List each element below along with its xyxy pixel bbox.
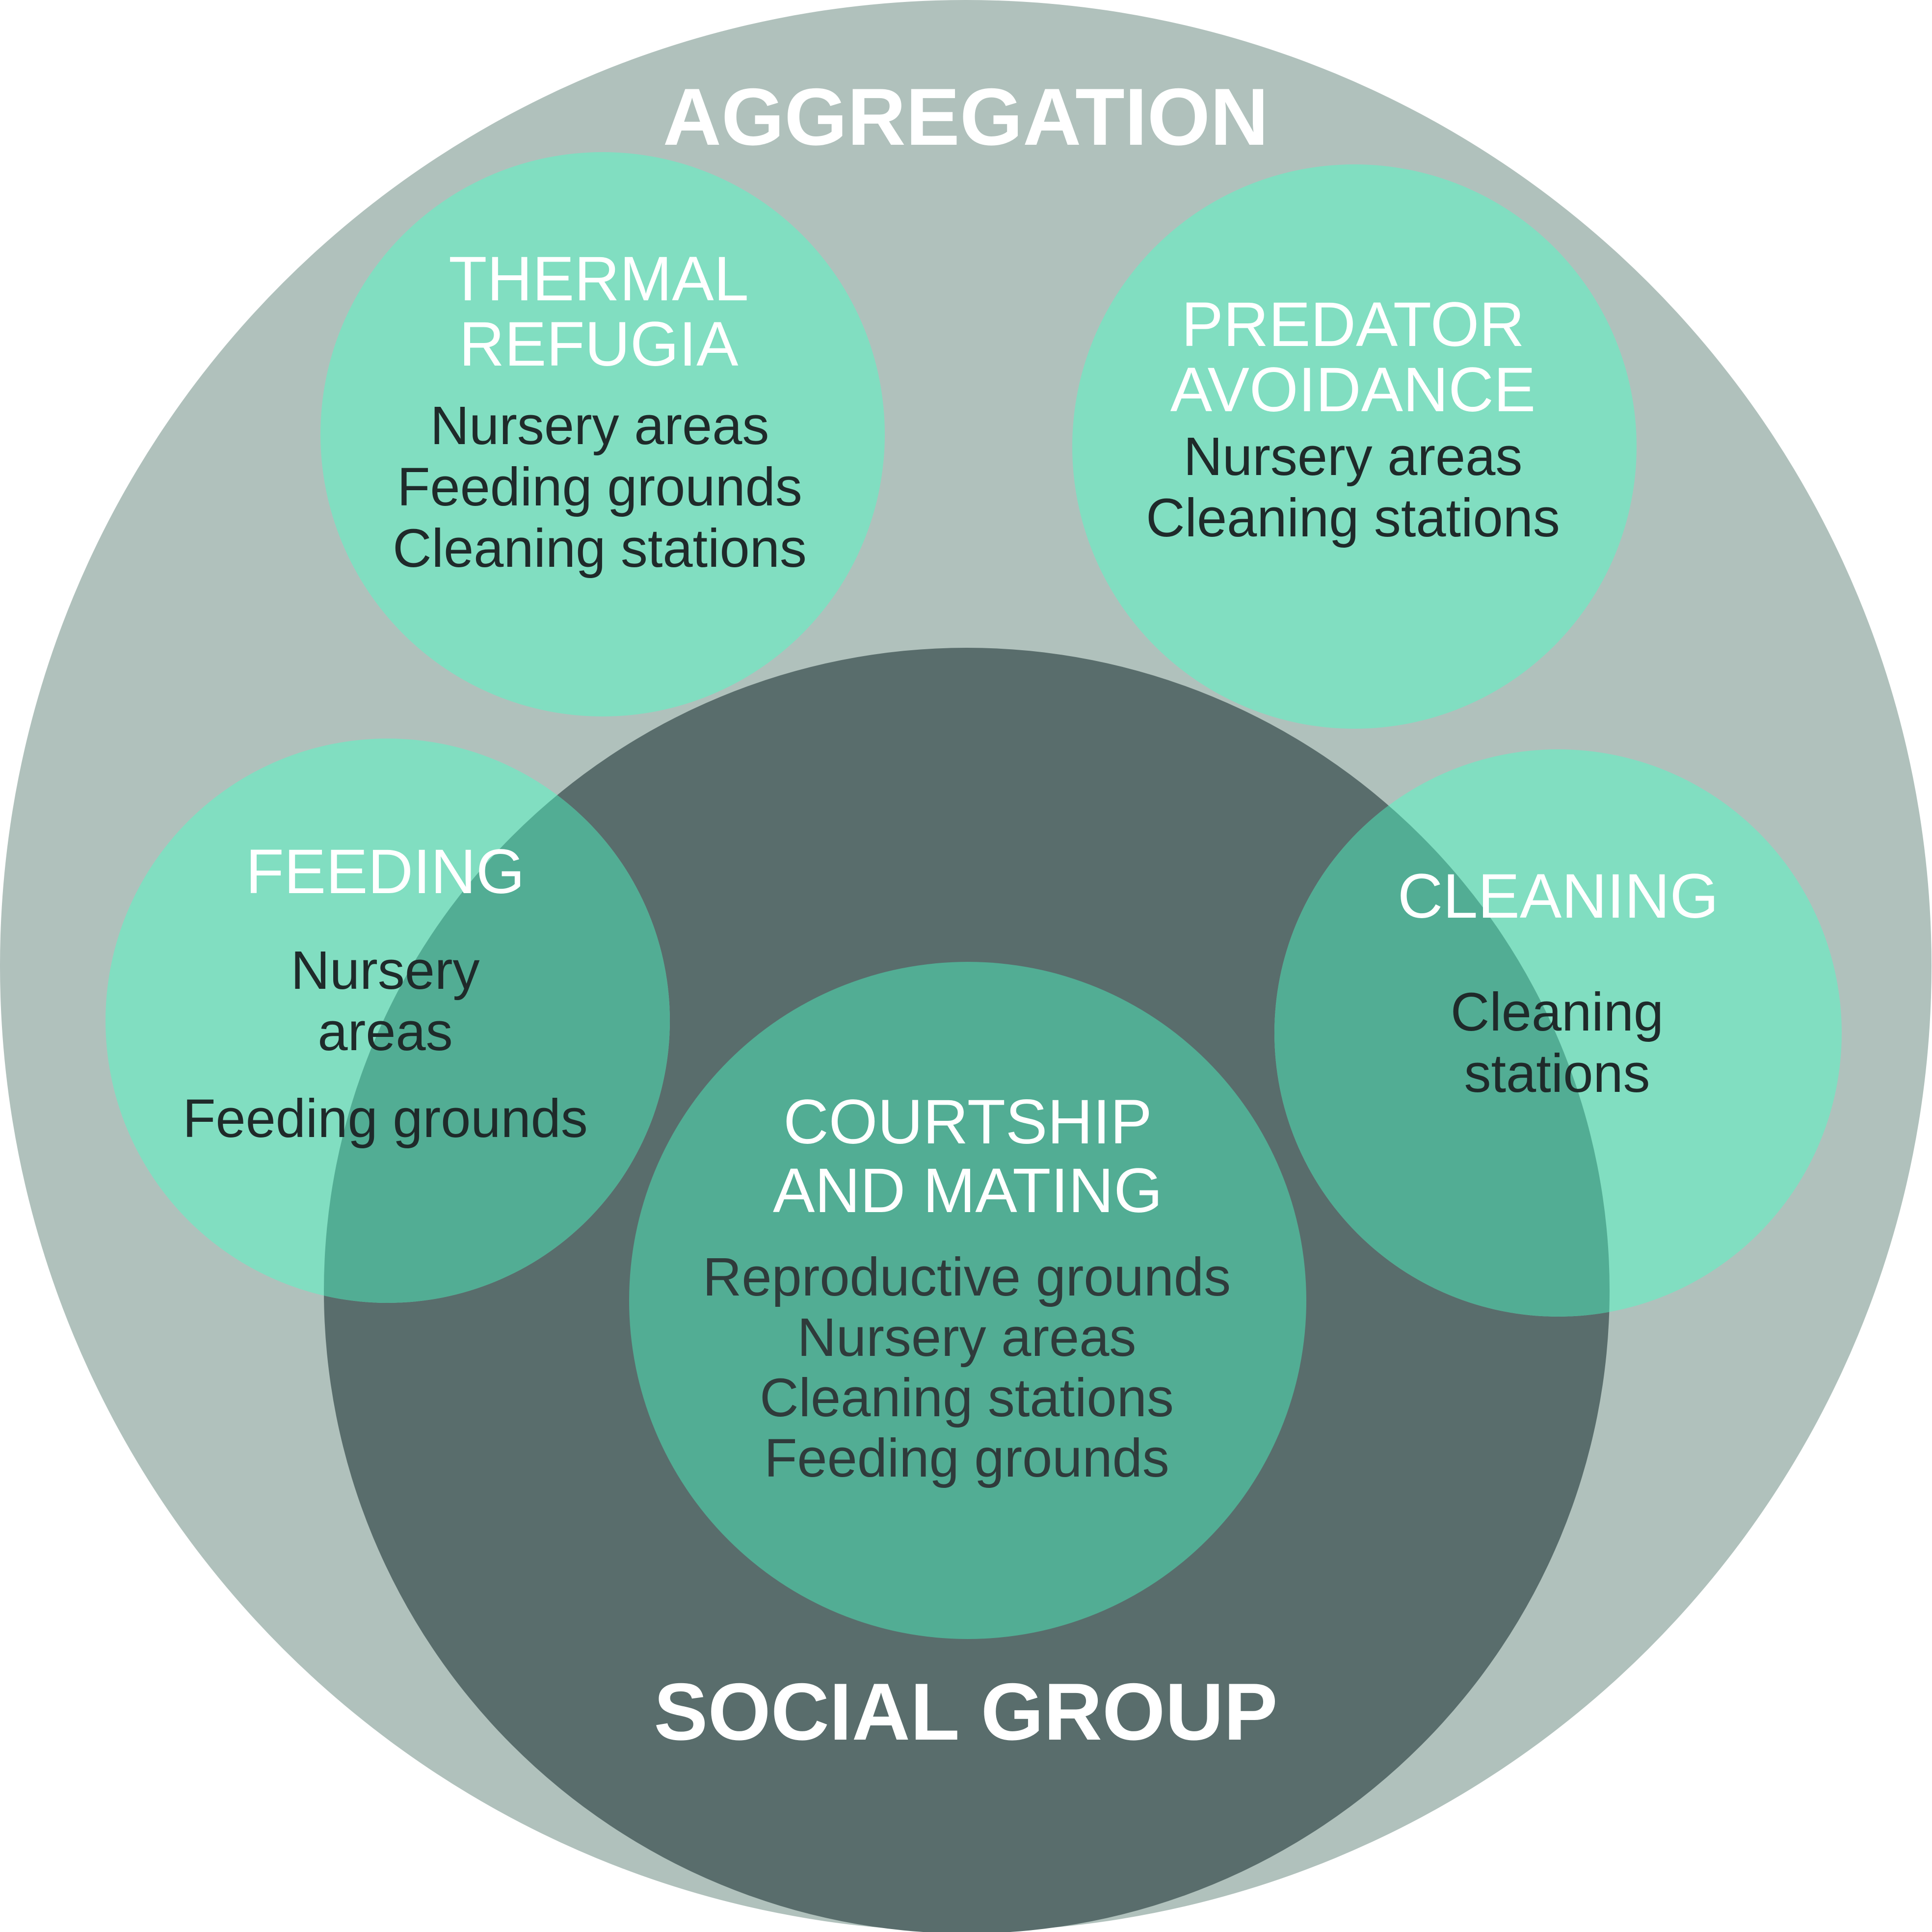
predator-avoidance-item: Cleaning stations <box>1146 488 1560 548</box>
thermal-refugia-title-line-1: THERMAL <box>449 244 749 314</box>
feeding-text: FEEDING Nursery areas Feeding grounds <box>183 837 588 1149</box>
cleaning-item: Cleaning <box>1451 982 1664 1042</box>
courtship-title-line-1: COURTSHIP <box>783 1087 1152 1157</box>
courtship-item: Feeding grounds <box>764 1428 1169 1488</box>
aggregation-label: AGGREGATION <box>663 72 1269 162</box>
cleaning-title: CLEANING <box>1398 861 1719 931</box>
feeding-social-overlap <box>324 739 670 1303</box>
courtship-item: Reproductive grounds <box>703 1247 1231 1307</box>
feeding-title: FEEDING <box>246 837 525 907</box>
social-group-label: SOCIAL GROUP <box>654 1667 1277 1757</box>
feeding-item: areas <box>318 1002 452 1062</box>
thermal-refugia-item: Feeding grounds <box>397 457 802 517</box>
feeding-item: Feeding grounds <box>183 1088 588 1149</box>
thermal-refugia-item: Nursery areas <box>430 396 769 456</box>
predator-avoidance-title-line-1: PREDATOR <box>1181 290 1524 360</box>
thermal-refugia-text: THERMAL REFUGIA Nursery areas Feeding gr… <box>393 244 807 579</box>
cleaning-text: CLEANING Cleaning stations <box>1398 861 1719 1104</box>
predator-avoidance-text: PREDATOR AVOIDANCE Nursery areas Cleanin… <box>1146 290 1560 548</box>
courtship-title-line-2: AND MATING <box>773 1156 1163 1226</box>
cleaning-item: stations <box>1464 1043 1650 1104</box>
predator-avoidance-circle <box>1072 164 1637 729</box>
thermal-refugia-title-line-2: REFUGIA <box>459 309 739 379</box>
courtship-item: Cleaning stations <box>760 1368 1174 1428</box>
courtship-mating-text: COURTSHIP AND MATING Reproductive ground… <box>703 1087 1231 1488</box>
predator-avoidance-title-line-2: AVOIDANCE <box>1170 355 1535 425</box>
predator-avoidance-item: Nursery areas <box>1184 426 1523 487</box>
thermal-refugia-item: Cleaning stations <box>393 518 807 579</box>
courtship-item: Nursery areas <box>797 1307 1137 1368</box>
feeding-item: Nursery <box>291 940 479 1001</box>
thermal-refugia-circle <box>320 152 885 716</box>
courtship-mating-circle <box>629 962 1306 1639</box>
